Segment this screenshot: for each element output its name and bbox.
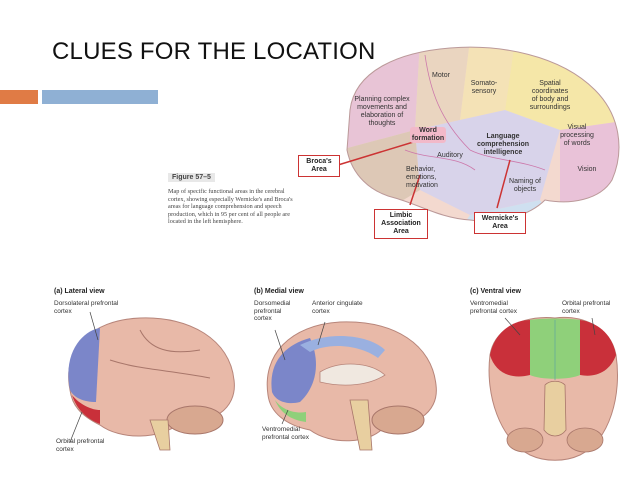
label-behavior: Behavior, emotions, motivation — [406, 166, 438, 189]
slide-title: CLUES FOR THE LOCATION — [52, 38, 376, 65]
accent-bar-blue — [42, 90, 158, 104]
label-orbital-ventral: Orbital prefrontal cortex — [562, 300, 611, 315]
label-dorsomedial: Dorsomedial prefrontal cortex — [254, 300, 291, 322]
label-dorsolateral: Dorsolateral prefrontal cortex — [54, 300, 119, 315]
label-auditory: Auditory — [437, 152, 463, 159]
medial-brain — [266, 321, 437, 451]
brain-outline — [346, 46, 620, 222]
label-ventromedial-ventral: Ventromedial prefrontal cortex — [470, 300, 517, 315]
label-somatosensory: Somato- sensory — [470, 80, 498, 95]
figure-caption: Map of specific functional areas in the … — [168, 188, 293, 226]
medial-view-title: (b) Medial view — [254, 288, 304, 295]
callout-limbic: Limbic Association Area — [374, 209, 428, 239]
label-vision: Vision — [577, 166, 597, 173]
label-ventromedial-medial: Ventromedial prefrontal cortex — [262, 426, 309, 441]
label-motor: Motor — [432, 72, 450, 79]
figure-label: Figure 57–5 — [168, 173, 215, 182]
label-spatial: Spatial coordinates of body and surround… — [529, 80, 571, 111]
label-anterior-cingulate: Anterior cingulate cortex — [312, 300, 363, 315]
accent-bar-orange — [0, 90, 38, 104]
label-orbital-lateral: Orbital prefrontal cortex — [56, 438, 105, 453]
label-word-formation: Word formation — [410, 127, 446, 143]
label-naming: Naming of objects — [509, 178, 541, 193]
lateral-brain — [68, 311, 235, 451]
callout-broca: Broca's Area — [298, 155, 340, 177]
ventral-brain — [488, 316, 618, 461]
lateral-view-title: (a) Lateral view — [54, 288, 105, 295]
ventral-view-title: (c) Ventral view — [470, 288, 521, 295]
label-language: Language comprehension intelligence — [476, 133, 530, 156]
label-visual: Visual processing of words — [560, 124, 594, 147]
callout-wernicke: Wernicke's Area — [474, 212, 526, 234]
label-planning: Planning complex movements and elaborati… — [354, 96, 410, 127]
